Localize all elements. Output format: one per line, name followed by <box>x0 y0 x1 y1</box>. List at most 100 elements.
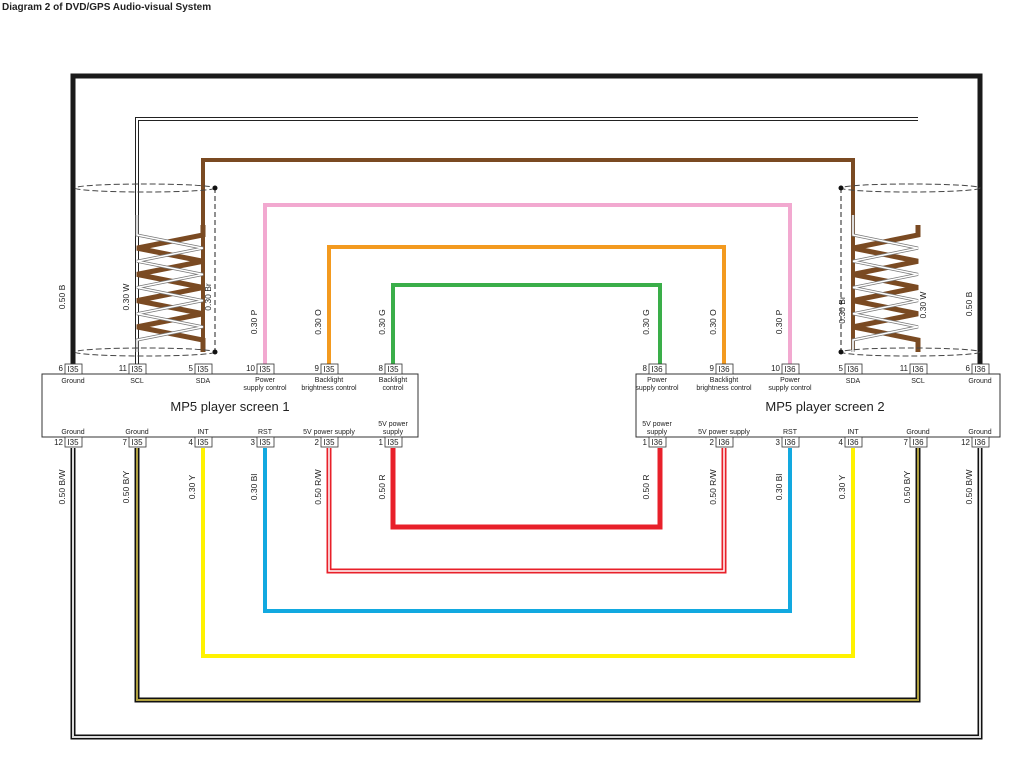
wire-5v-rw <box>326 448 727 574</box>
shield-left <box>74 183 218 357</box>
shield-right-dot-top <box>838 185 844 191</box>
wire-sda-br <box>201 158 855 350</box>
pin-label: INT <box>197 429 209 436</box>
wire-ground-by <box>134 448 921 703</box>
connector-pin-box <box>320 363 339 375</box>
pin-label-line2: control <box>382 385 403 392</box>
wire-label-s1-bottom-1: 0.50 R <box>377 474 387 499</box>
twisted-pair-right-brown <box>852 225 921 352</box>
wire-label-s2-bottom-12: 0.50 B/W <box>964 470 974 505</box>
pin-label: Ground <box>906 429 929 436</box>
wire-scl-w-inner <box>136 118 918 366</box>
wire-label-s2-top-11: 0.30 W <box>918 292 928 319</box>
wire-rst-bl <box>263 448 792 613</box>
wire-backlight-control-g <box>391 283 662 366</box>
pin-number: 4 <box>189 438 194 447</box>
pin-label: Ground <box>968 429 991 436</box>
pin-label: Ground <box>61 378 84 385</box>
connector-code: I36 <box>651 365 663 374</box>
pin-number: 10 <box>771 364 780 373</box>
connector-code: I35 <box>259 365 271 374</box>
pin-label: INT <box>847 429 859 436</box>
wire-label-s2-bottom-1: 0.50 R <box>641 474 651 499</box>
wire-ground-b <box>70 73 983 366</box>
shield-left-top <box>74 183 216 193</box>
wire-ground-bw-stripe <box>72 448 981 738</box>
connector-pin-box <box>715 363 734 375</box>
pin-number: 12 <box>961 438 970 447</box>
connector-code: I36 <box>784 365 796 374</box>
shield-right <box>838 183 981 357</box>
connector-pin-box <box>781 363 800 375</box>
pin-label-line2: supply <box>647 429 668 436</box>
connector-code: I35 <box>131 438 143 447</box>
shield-left-dot-bottom <box>212 349 218 355</box>
connector-pin-box <box>256 436 275 448</box>
twisted-pair-right <box>851 215 921 352</box>
connector-pin-box <box>844 363 863 375</box>
pin-number: 2 <box>710 438 715 447</box>
connector-code: I35 <box>387 438 399 447</box>
wire-label-s2-top-8: 0.30 G <box>641 309 651 335</box>
component-box <box>41 373 419 438</box>
connector-code: I36 <box>912 438 924 447</box>
pin-number: 11 <box>119 364 128 373</box>
connector-code: I36 <box>718 438 730 447</box>
pin-number: 10 <box>246 364 255 373</box>
wire-label-s1-top-6: 0.50 B <box>57 284 67 309</box>
pin-number: 5 <box>189 364 194 373</box>
connector-code: I35 <box>323 438 335 447</box>
pin-label: Ground <box>968 378 991 385</box>
connector-pin-box <box>909 436 928 448</box>
component-title: MP5 player screen 2 <box>765 399 884 414</box>
pin-number: 7 <box>123 438 128 447</box>
pin-number: 1 <box>379 438 384 447</box>
connector-code: I35 <box>197 438 209 447</box>
pin-number: 3 <box>251 438 256 447</box>
connector-pin-box <box>128 436 147 448</box>
connector-code: I36 <box>847 438 859 447</box>
twisted-pair-left-white <box>136 215 204 352</box>
pin-top-8: I358BacklightcontrolBacklight control <box>379 363 407 392</box>
wire-power-supply-control-p <box>263 203 792 366</box>
pin-label-line2: supply <box>383 429 404 436</box>
twisted-pair-left <box>135 215 206 352</box>
pin-label-line1: Power <box>255 377 276 384</box>
connector-pin-box <box>844 436 863 448</box>
pin-label-line1: 5V power <box>642 421 672 428</box>
connector-code: I35 <box>323 365 335 374</box>
pin-number: 8 <box>643 364 648 373</box>
pin-label-line1: Backlight <box>710 377 738 384</box>
pin-label-line1: Backlight <box>379 377 407 384</box>
shield-right-dot-bottom <box>838 349 844 355</box>
connector-pin-box <box>384 363 403 375</box>
wire-ground-bw <box>70 448 983 740</box>
connector-code: I36 <box>651 438 663 447</box>
component-mp5-screen-1: MP5 player screen 1I356GroundI3511SCLI35… <box>41 363 419 448</box>
pin-label: 5V power supply <box>303 429 355 436</box>
pin-label: SCL <box>130 378 144 385</box>
connector-pin-box <box>64 436 83 448</box>
connector-pin-box <box>128 363 147 375</box>
wire-label-s1-top-5: 0.30 Br <box>203 283 213 311</box>
connector-pin-box <box>194 436 213 448</box>
shield-left-bottom <box>74 347 216 357</box>
wire-label-s1-bottom-2: 0.50 R/W <box>313 469 323 504</box>
